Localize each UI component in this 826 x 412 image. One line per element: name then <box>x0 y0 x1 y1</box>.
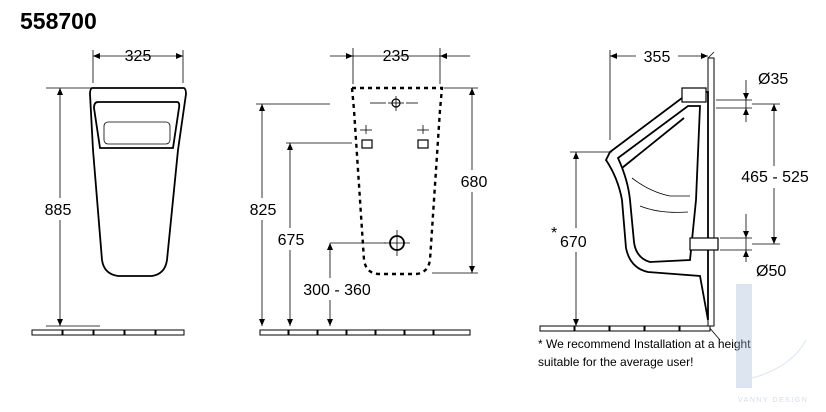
watermark-text: VANNY DESIGN <box>738 397 808 404</box>
front-body-outline <box>89 87 187 277</box>
pipe-spacing-label: 465 - 525 <box>741 169 809 186</box>
side-depth-label: 355 <box>644 49 671 66</box>
back-total-height-label: 825 <box>250 202 277 219</box>
watermark: VANNY DESIGN <box>736 284 808 404</box>
side-body-outline <box>604 91 709 321</box>
rim-height-marker: * <box>551 225 557 242</box>
front-floor <box>31 329 185 336</box>
front-bowl-opening <box>103 121 171 145</box>
inlet-diameter-label: Ø35 <box>758 71 788 88</box>
side-inner-bowl <box>616 105 701 263</box>
side-view: 355 Ø35 465 - 525 Ø50 <box>538 48 820 369</box>
back-view: 235 825 675 <box>244 48 493 336</box>
front-height-label: 885 <box>45 202 72 219</box>
back-floor <box>259 329 471 336</box>
back-body-outline <box>350 86 444 276</box>
product-code: 558700 <box>20 8 97 34</box>
side-rim-height-label: 670 <box>560 234 587 251</box>
back-outlet-height-label: 300 - 360 <box>303 282 371 299</box>
note-line-2: suitable for the average user! <box>538 355 693 369</box>
front-view: 325 885 <box>31 48 187 336</box>
back-width-label: 235 <box>383 48 410 65</box>
note-line-1: * We recommend Installation at a height <box>538 337 751 351</box>
back-inlet-height-label: 675 <box>278 232 305 249</box>
side-rim-line <box>621 117 685 169</box>
right-fixing-bracket <box>417 139 429 149</box>
side-trap-line <box>631 177 690 197</box>
back-body-height-label: 680 <box>461 174 488 191</box>
side-inlet-connector <box>681 87 707 103</box>
side-outlet-connector <box>689 237 719 251</box>
watermark-bar <box>736 284 752 388</box>
side-floor <box>539 325 711 332</box>
outlet-diameter-label: Ø50 <box>756 263 786 280</box>
front-rim-outline <box>93 101 181 149</box>
left-fixing-bracket <box>361 139 373 149</box>
front-width-label: 325 <box>125 48 152 65</box>
